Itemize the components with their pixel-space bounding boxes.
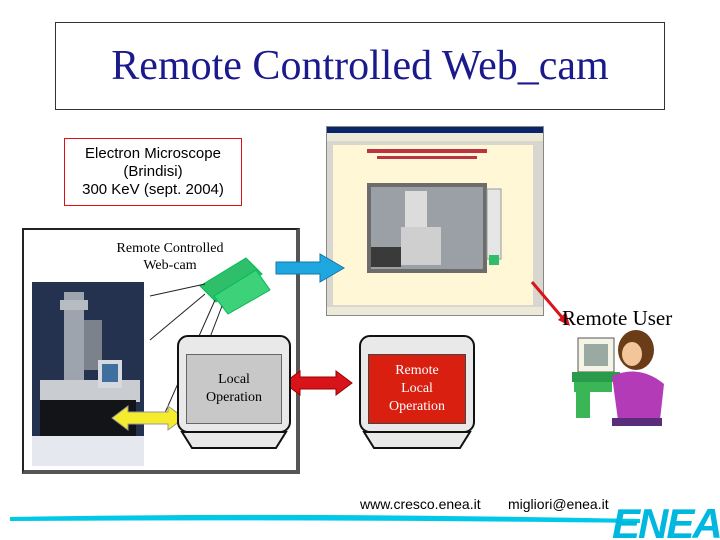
enea-logo: ENEA (612, 500, 720, 540)
yellow-double-arrow (111, 405, 185, 431)
microscope-caption: Electron Microscope (Brindisi) 300 KeV (… (64, 138, 242, 206)
webcam-browser-screenshot (326, 126, 544, 316)
enea-logo-text: ENEA (612, 500, 720, 540)
remote-operation-line2: Local (401, 381, 433, 396)
webcam-label-line2: Web-cam (143, 258, 197, 273)
page-title: Remote Controlled Web_cam (111, 43, 609, 89)
red-double-arrow (283, 370, 353, 396)
footer-swoosh (10, 514, 640, 523)
remote-operation-screen: Remote Local Operation (368, 354, 466, 424)
blue-arrow (275, 253, 345, 283)
remote-operation-line3: Operation (389, 399, 445, 414)
webcam-icon (199, 257, 271, 315)
webcam-label: Remote Controlled Web-cam (100, 240, 240, 274)
webcam-label-line1: Remote Controlled (116, 241, 224, 256)
local-operation-line1: Local (218, 372, 250, 387)
red-arrow-to-user (530, 281, 570, 326)
local-operation-screen: Local Operation (186, 354, 282, 424)
microscope-caption-line2: (Brindisi) (123, 163, 183, 180)
browser-window-graphic (327, 127, 543, 315)
footer-email[interactable]: migliori@enea.it (508, 496, 609, 512)
microscope-caption-line1: Electron Microscope (85, 145, 221, 162)
remote-user-clipart (572, 330, 664, 426)
microscope-caption-line3: 300 KeV (sept. 2004) (82, 181, 224, 198)
microscope-photo (32, 282, 144, 466)
local-operation-line2: Operation (206, 390, 262, 405)
remote-operation-line1: Remote (395, 363, 439, 378)
remote-user-label: Remote User (562, 306, 673, 330)
title-box: Remote Controlled Web_cam (55, 22, 665, 110)
footer-url[interactable]: www.cresco.enea.it (360, 496, 481, 512)
